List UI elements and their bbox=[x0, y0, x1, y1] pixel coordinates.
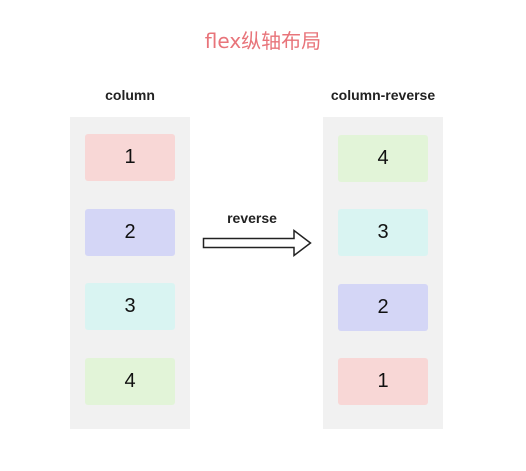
column-item-3: 3 bbox=[85, 283, 175, 330]
column-item-2: 2 bbox=[85, 209, 175, 256]
column-reverse-item-1: 1 bbox=[338, 358, 428, 405]
column-label: column bbox=[105, 87, 155, 103]
column-container: 1 2 3 4 bbox=[70, 117, 190, 429]
column-reverse-item-3: 3 bbox=[338, 209, 428, 256]
column-reverse-item-4: 4 bbox=[338, 135, 428, 182]
column-reverse-container: 4 3 2 1 bbox=[323, 117, 443, 429]
reverse-label: reverse bbox=[227, 210, 277, 226]
column-reverse-label: column-reverse bbox=[330, 87, 436, 103]
right-arrow-icon bbox=[202, 228, 312, 258]
column-item-1: 1 bbox=[85, 134, 175, 181]
diagram-title: flex纵轴布局 bbox=[204, 29, 322, 53]
column-reverse-item-2: 2 bbox=[338, 284, 428, 331]
column-item-4: 4 bbox=[85, 358, 175, 405]
